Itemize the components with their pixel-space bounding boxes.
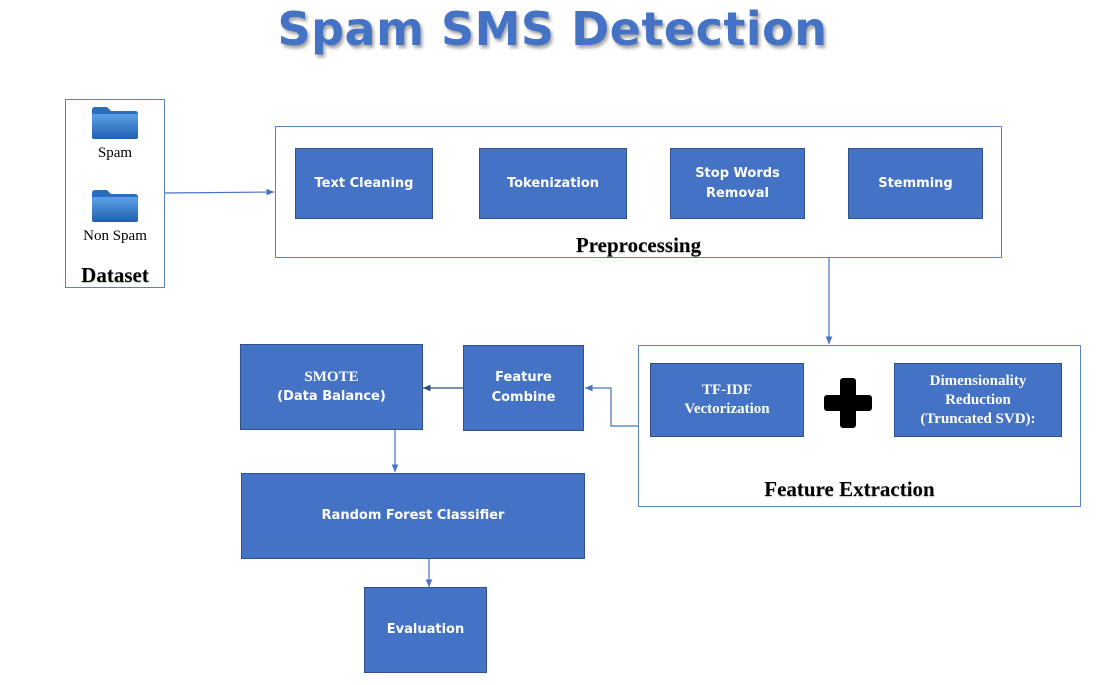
plus-icon [824, 378, 872, 428]
dimensionality-reduction-label: Dimensionality Reduction (Truncated SVD)… [920, 372, 1036, 427]
evaluation-box: Evaluation [364, 587, 487, 673]
stemming-box: Stemming [848, 148, 983, 219]
folder-icon [92, 190, 138, 222]
dataset-caption: Dataset [81, 263, 149, 287]
feature-extraction-caption: Feature Extraction [764, 477, 935, 501]
folder-spam: Spam [66, 105, 164, 162]
feature-combine-label: Feature Combine [491, 370, 556, 405]
smote-subtitle: (Data Balance) [277, 389, 386, 404]
tokenization-box: Tokenization [479, 148, 627, 219]
folder-non-spam: Non Spam [66, 188, 164, 245]
arrow-dataset-to-preprocessing [163, 188, 275, 196]
random-forest-classifier-box: Random Forest Classifier [241, 473, 585, 559]
dataset-group: Spam Non Spam Dataset [65, 99, 165, 288]
stemming-label: Stemming [878, 175, 953, 191]
page-title: Spam SMS Detection [277, 2, 828, 56]
evaluation-label: Evaluation [386, 622, 465, 637]
dimensionality-reduction-box: Dimensionality Reduction (Truncated SVD)… [894, 363, 1062, 437]
preprocessing-caption: Preprocessing [575, 233, 702, 257]
stop-words-removal-box: Stop Words Removal [670, 148, 805, 219]
text-cleaning-label: Text Cleaning [314, 175, 414, 191]
text-cleaning-box: Text Cleaning [295, 148, 433, 219]
smote-title: SMOTE [304, 369, 359, 385]
stop-words-removal-label: Stop Words Removal [695, 165, 780, 201]
feature-combine-box: Feature Combine [463, 345, 584, 431]
random-forest-classifier-label: Random Forest Classifier [321, 508, 505, 523]
folder-label: Spam [97, 145, 133, 161]
smote-box: SMOTE (Data Balance) [240, 344, 423, 430]
tokenization-label: Tokenization [506, 175, 600, 191]
arrow-feature-extraction-to-combine [585, 384, 638, 427]
tfidf-box: TF-IDF Vectorization [650, 363, 804, 437]
folder-label: Non Spam [83, 228, 147, 244]
tfidf-label: TF-IDF Vectorization [684, 382, 770, 417]
folder-icon [92, 107, 138, 139]
